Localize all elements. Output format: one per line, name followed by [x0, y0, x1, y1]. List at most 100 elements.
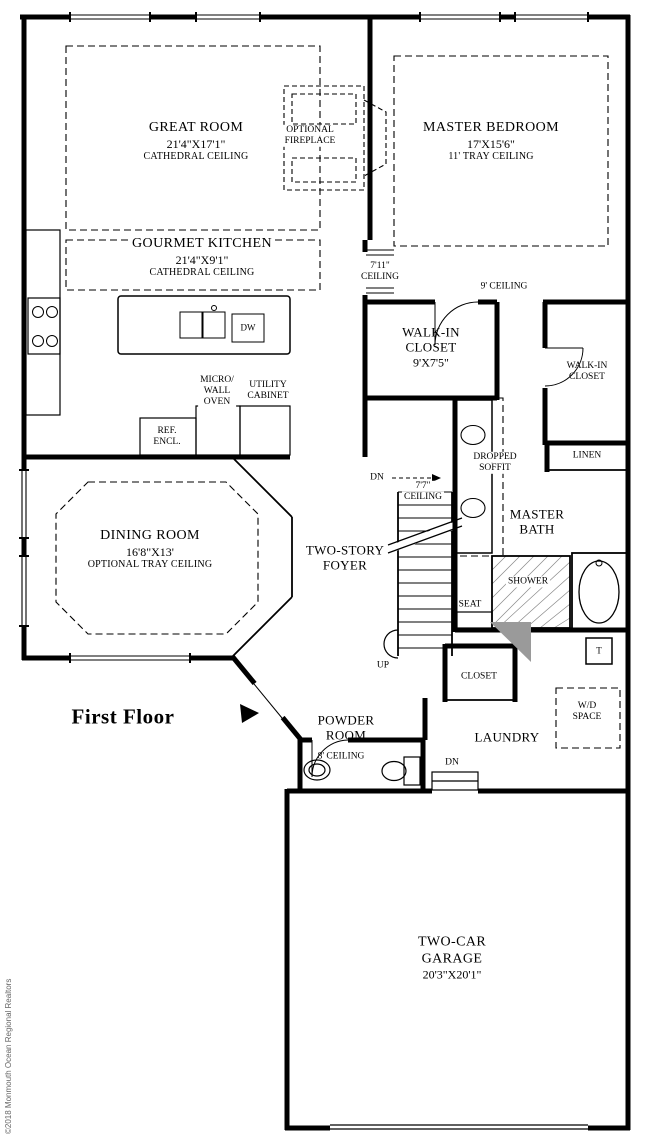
room-name: GOURMET KITCHEN — [130, 235, 274, 253]
label-line: DN — [445, 757, 459, 768]
front-door — [250, 681, 286, 721]
label-line: 8' CEILING — [317, 751, 365, 762]
room-name: FOYER — [322, 558, 368, 573]
master-bedroom-label: MASTER BEDROOM 17'X15'6" 11' TRAY CEILIN… — [423, 120, 559, 162]
label-line: MICRO/ — [198, 375, 236, 387]
room-dims: 21'4"X9'1" — [130, 252, 274, 267]
walk-in-closet-secondary-label: WALK-IN CLOSET — [567, 361, 608, 383]
stove-burners-icon — [32, 306, 58, 347]
kitchen-counter — [25, 229, 61, 416]
room-name: MASTER — [509, 506, 565, 522]
room-name: ROOM — [325, 728, 367, 743]
two-story-foyer-label: TWO-STORY FOYER — [306, 543, 384, 574]
label-line: SEAT — [458, 599, 482, 610]
wd-space-label: W/D SPACE — [570, 700, 604, 724]
laundry-label: LAUNDRY — [475, 729, 540, 744]
powder-fixtures — [303, 756, 421, 786]
room-name: TWO-STORY — [305, 542, 385, 558]
linen-label: LINEN — [573, 450, 602, 461]
label-line: UP — [376, 660, 390, 671]
label-line: SHOWER — [505, 576, 551, 588]
chase-triangle — [490, 622, 531, 662]
label-line: WALL — [198, 386, 236, 398]
up-label: UP — [377, 660, 389, 671]
room-name: CLOSET — [461, 671, 497, 682]
label-line: OPTIONAL — [282, 124, 338, 136]
dn-laundry-label: DN — [445, 757, 459, 768]
room-ceiling: OPTIONAL TRAY CEILING — [87, 558, 213, 570]
windows — [19, 12, 589, 663]
room-name: POWDER — [317, 712, 375, 728]
label-line: DROPPED — [471, 451, 519, 463]
room-name: TWO-CAR — [417, 934, 487, 950]
ref-encl-label: REF. ENCL. — [153, 426, 180, 448]
label-line: DN — [370, 472, 384, 483]
kitchen-island — [117, 295, 291, 355]
gourmet-kitchen-label: GOURMET KITCHEN 21'4"X9'1" CATHEDRAL CEI… — [130, 235, 274, 279]
dn-steps — [431, 771, 479, 791]
dining-room-label: DINING ROOM 16'8"X13' OPTIONAL TRAY CEIL… — [88, 528, 213, 570]
room-dims: 9'X7'5" — [413, 355, 449, 370]
garage-door — [330, 1123, 588, 1133]
label-line: CEILING — [402, 492, 444, 504]
label-line: 7'7" — [402, 480, 444, 492]
ceiling-8-label: 8' CEILING — [318, 751, 365, 762]
label-line: T — [596, 645, 602, 656]
room-name: WALK-IN — [402, 324, 460, 340]
garage-label: TWO-CAR GARAGE 20'3"X20'1" — [418, 934, 486, 981]
label-line: ENCL. — [153, 437, 181, 447]
closet-label: CLOSET — [461, 671, 497, 682]
label-line: REF. — [157, 425, 177, 436]
entry-arrow-icon — [240, 704, 259, 723]
room-dims: 21'4"X17'1" — [166, 136, 226, 151]
label-line: UTILITY — [245, 379, 291, 391]
label-line: SOFFIT — [471, 463, 519, 475]
bathtub-icon — [571, 552, 629, 631]
micro-wall-oven-label: MICRO/ WALL OVEN — [198, 375, 236, 409]
room-name: GREAT ROOM — [148, 119, 244, 135]
room-name: DINING ROOM — [100, 527, 200, 543]
walk-in-closet-master-label: WALK-IN CLOSET 9'X7'5" — [402, 325, 460, 370]
room-dims: 20'3"X20'1" — [422, 967, 482, 982]
label-line: W/D — [570, 700, 604, 712]
room-ceiling: 11' TRAY CEILING — [448, 150, 534, 162]
copyright-text: ©2018 Monmouth Ocean Regional Realtors — [4, 978, 13, 1134]
room-name: MASTER BEDROOM — [423, 119, 559, 135]
label-line: OVEN — [198, 397, 236, 409]
optional-fireplace-label: OPTIONAL FIREPLACE — [282, 124, 338, 148]
label-line: 7'11" — [370, 260, 390, 271]
dn-arrow-icon — [392, 474, 441, 482]
room-ceiling: CATHEDRAL CEILING — [143, 150, 249, 162]
room-name: CLOSET — [405, 339, 457, 355]
ceiling-7-7-label: 7'7" CEILING — [402, 480, 444, 504]
label-line: DW — [240, 322, 256, 333]
great-room-label: GREAT ROOM 21'4"X17'1" CATHEDRAL CEILING — [144, 120, 249, 162]
dropped-soffit-label: DROPPED SOFFIT — [471, 451, 519, 475]
toilet-label: T — [596, 646, 602, 657]
room-ceiling: CATHEDRAL CEILING — [130, 266, 274, 279]
dw-label: DW — [241, 323, 256, 334]
room-dims: 17'X15'6" — [467, 136, 515, 151]
shower-stall — [456, 555, 571, 629]
room-name: LAUNDRY — [474, 729, 540, 745]
dn-foyer-label: DN — [370, 472, 384, 483]
page-title: First Floor — [71, 704, 175, 729]
stairs — [383, 491, 463, 659]
label-line: CABINET — [245, 391, 291, 403]
ceiling-7-11-label: 7'11" CEILING — [361, 261, 399, 283]
room-name: BATH — [519, 522, 555, 537]
toilet-box — [585, 637, 613, 665]
label-line: FIREPLACE — [282, 136, 338, 148]
master-bath-label: MASTER BATH — [510, 507, 565, 538]
room-name: WALK-IN — [566, 360, 608, 371]
seat-label: SEAT — [459, 599, 482, 610]
room-name: GARAGE — [421, 950, 483, 966]
label-line: LINEN — [572, 450, 602, 461]
vanity — [454, 399, 493, 554]
ceiling-transition-ticks — [366, 249, 394, 294]
shower-label: SHOWER — [505, 576, 551, 588]
room-name: CLOSET — [569, 372, 605, 382]
label-line: CEILING — [361, 272, 399, 282]
